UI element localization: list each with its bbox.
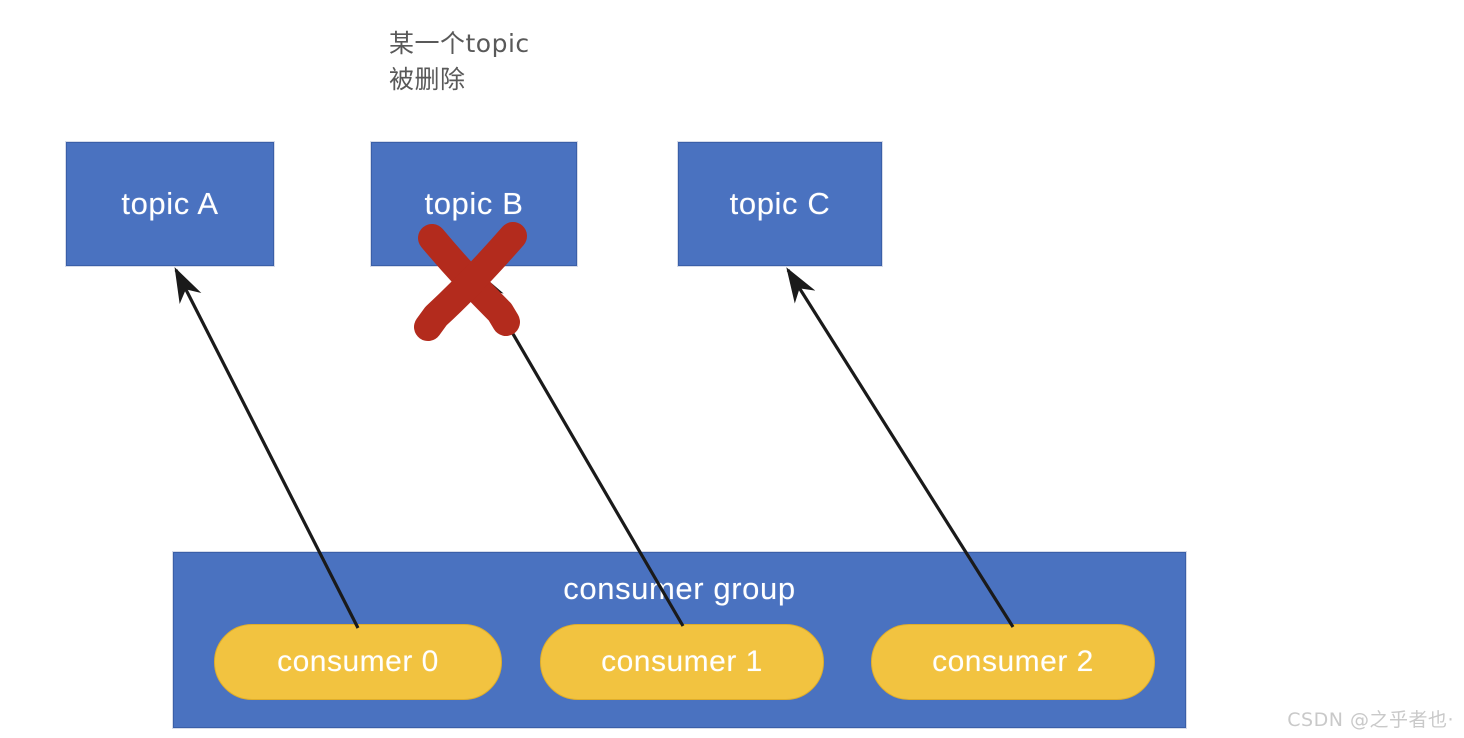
delete-annotation-note: 某一个topic 被删除 xyxy=(389,29,530,94)
topic-a-label: topic A xyxy=(121,186,219,221)
topic-b-label: topic B xyxy=(424,186,524,221)
topic-c-label: topic C xyxy=(729,186,831,221)
consumer-group-box[interactable]: consumer group consumer 0 consumer 1 con… xyxy=(173,552,1186,728)
consumer-group-title: consumer group xyxy=(563,571,796,606)
csdn-watermark: CSDN @之乎者也· xyxy=(1287,709,1454,731)
consumer-pill-0[interactable]: consumer 0 xyxy=(214,624,502,700)
topic-box-a[interactable]: topic A xyxy=(66,142,274,266)
consumer-pill-1[interactable]: consumer 1 xyxy=(540,624,824,700)
topic-box-c[interactable]: topic C xyxy=(678,142,882,266)
consumer-2-label: consumer 2 xyxy=(932,645,1094,678)
topic-box-b[interactable]: topic B xyxy=(371,142,577,266)
consumer-1-label: consumer 1 xyxy=(601,645,763,678)
consumer-pill-2[interactable]: consumer 2 xyxy=(871,624,1155,700)
consumer-0-label: consumer 0 xyxy=(277,645,439,678)
